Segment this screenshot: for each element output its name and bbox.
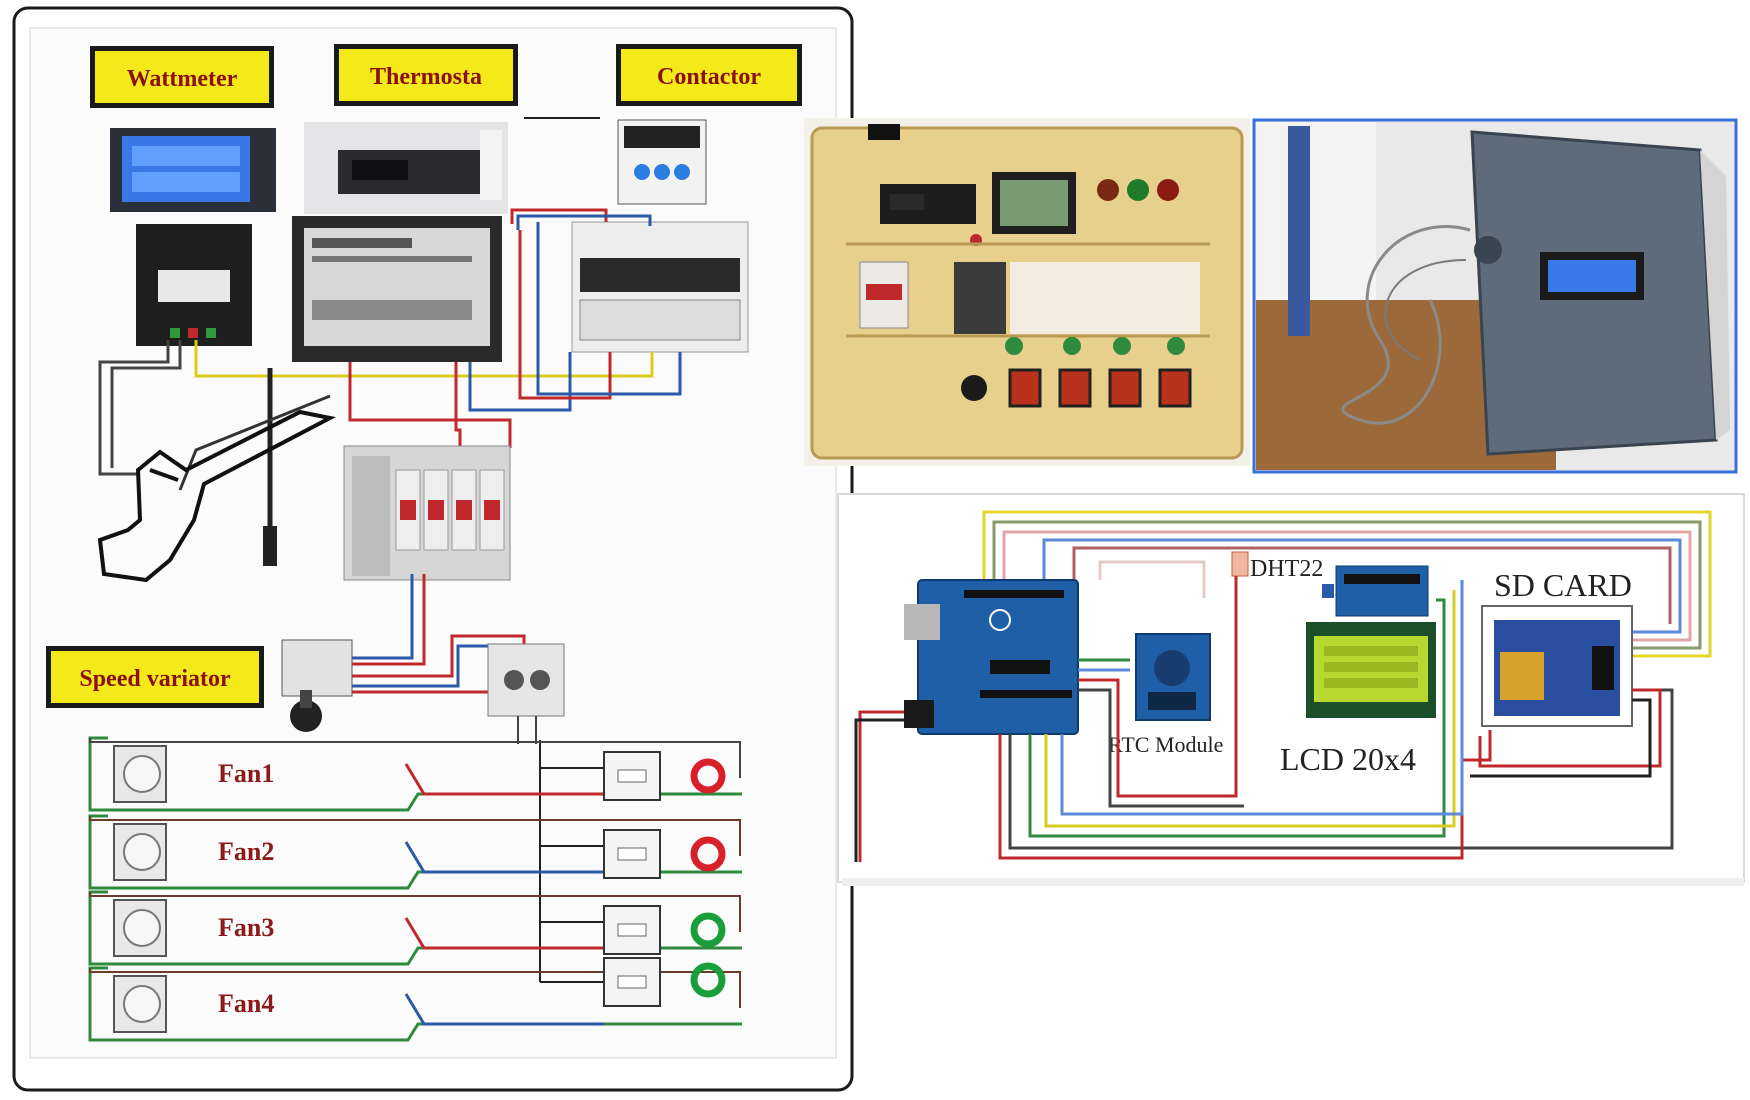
fan-row: Fan2 — [88, 814, 742, 890]
power-jack — [904, 700, 934, 728]
panel-fan-switch — [1008, 368, 1042, 408]
panel-indicator-red-2 — [1157, 179, 1179, 201]
panel-fan-switch — [1158, 368, 1192, 408]
panel-indicator-red — [1097, 179, 1119, 201]
thermostat-back-device — [292, 216, 502, 362]
wattmeter-label-text: Wattmeter — [127, 66, 238, 92]
temperature-probe — [263, 526, 277, 566]
panel-fan-switch — [1058, 368, 1092, 408]
wattmeter-photo — [110, 128, 276, 212]
sensor-cable — [1341, 225, 1471, 425]
control-panel-photo — [804, 118, 1250, 466]
lcd-label: LCD 20x4 — [1280, 741, 1416, 777]
sd-card-label: SD CARD — [1494, 567, 1632, 603]
panel-knob — [961, 375, 987, 401]
panel-contactor — [954, 262, 1006, 334]
contactor-terminals — [571, 221, 749, 353]
metal-shelf — [1288, 126, 1310, 336]
rtc-label: RTC Module — [1108, 732, 1223, 757]
terminal-block — [487, 643, 565, 717]
schematic-wires-bottom — [998, 576, 1674, 860]
fan-led — [690, 962, 726, 998]
fan-label: Fan4 — [218, 989, 274, 1018]
sd-card-slot — [1500, 652, 1544, 700]
wattmeter-label: Wattmeter — [90, 46, 274, 108]
fan-led — [690, 836, 726, 872]
fan-label: Fan2 — [218, 837, 274, 866]
lcd-display — [1306, 622, 1436, 718]
fan-label: Fan1 — [218, 759, 274, 788]
logger-lcd-screen — [1548, 260, 1636, 292]
upper-wires — [98, 208, 682, 540]
contactor-label: Contactor — [616, 44, 802, 106]
dht22-sensor — [1231, 551, 1249, 577]
fan-led — [690, 912, 726, 948]
sd-card-module — [1481, 605, 1633, 727]
hand-sketch — [97, 409, 336, 583]
arduino-board — [904, 579, 1079, 735]
panel-indicator-green — [1127, 179, 1149, 201]
panel-fan-switch — [1108, 368, 1142, 408]
circuit-breaker — [343, 445, 511, 581]
thermostat-photo — [304, 122, 508, 214]
usb-port — [904, 604, 940, 640]
fan-row: Fan3 — [88, 890, 742, 966]
electronics-schematic: DHT22 RTC Module LCD 20x4 SD CARD — [837, 493, 1745, 886]
fan-led — [690, 758, 726, 794]
fan-label: Fan3 — [218, 913, 274, 942]
microcontroller-chip — [990, 660, 1050, 674]
contactor-photo — [617, 119, 707, 205]
thermostat-label-text: Thermosta — [370, 64, 482, 90]
speed-variator-label-text: Speed variator — [79, 666, 231, 692]
dht22-label: DHT22 — [1250, 556, 1323, 582]
i2c-backpack — [1335, 565, 1429, 617]
left-panel: Wattmeter Thermosta Contactor — [12, 6, 854, 1092]
fan-rows: Fan1 Fan2 — [88, 736, 742, 1042]
contactor-label-text: Contactor — [657, 64, 761, 90]
speed-variator-device — [281, 639, 353, 732]
energy-meter-device — [136, 224, 252, 346]
fan-row: Fan1 — [88, 736, 742, 812]
speed-variator-label: Speed variator — [46, 646, 264, 708]
fan-row: Fan4 — [88, 957, 742, 1042]
thermostat-label: Thermosta — [334, 44, 518, 106]
rtc-module — [1135, 633, 1211, 721]
schematic-wires-top — [982, 510, 1712, 658]
data-logger-photo — [1252, 118, 1738, 474]
